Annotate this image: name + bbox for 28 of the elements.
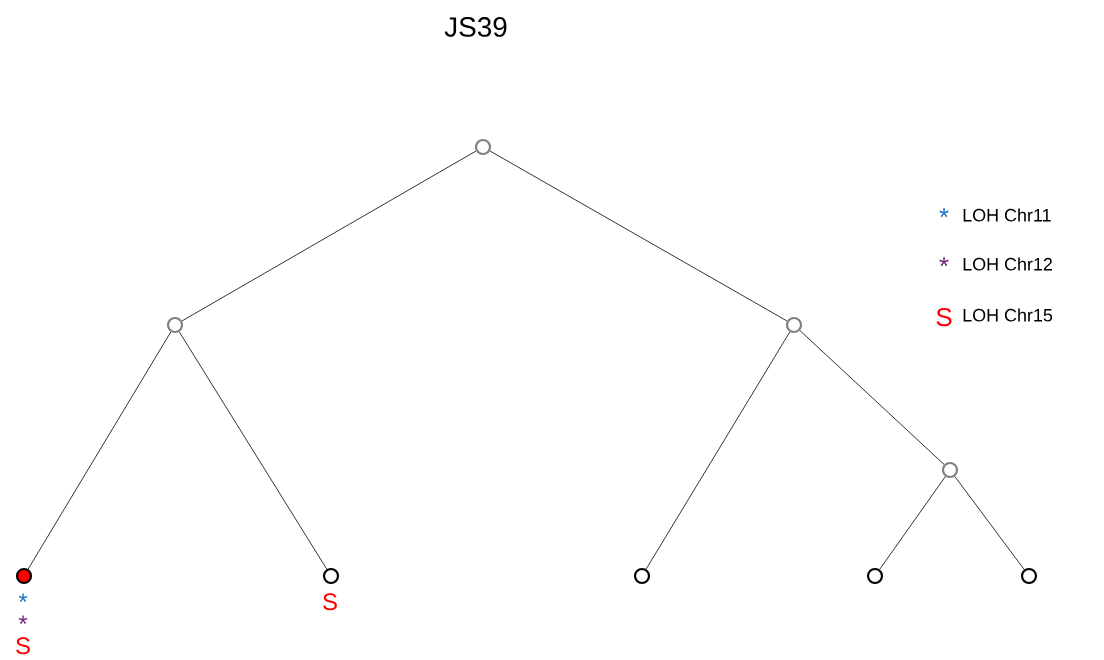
legend-text: LOH Chr11 <box>963 208 1051 222</box>
tree-node <box>15 567 33 585</box>
tree-node <box>941 461 959 479</box>
legend-symbol: S <box>936 307 952 327</box>
tree-branch <box>27 331 172 570</box>
marker-symbol: S <box>323 593 337 611</box>
tree-branch <box>954 476 1025 570</box>
tree-branch <box>178 331 328 570</box>
marker-symbol: S <box>16 637 30 655</box>
tree-branch <box>181 150 477 322</box>
legend-symbol: * <box>939 257 949 267</box>
tree-node <box>1020 567 1038 585</box>
tree-node <box>633 567 651 585</box>
tree-branch <box>645 331 791 570</box>
tree-node <box>474 138 492 156</box>
tree-branch <box>489 150 788 322</box>
tree-node <box>166 316 184 334</box>
tree-branch <box>879 476 946 570</box>
marker-symbol: * <box>18 615 28 624</box>
legend-symbol: * <box>939 208 949 218</box>
tree-branch <box>799 330 945 465</box>
legend-text: LOH Chr15 <box>963 308 1053 322</box>
legend-text: LOH Chr12 <box>963 257 1052 271</box>
tree-node <box>866 567 884 585</box>
tree-node <box>322 567 340 585</box>
title: JS39 <box>444 17 507 37</box>
marker-symbol: * <box>18 593 28 602</box>
tree-node <box>785 316 803 334</box>
